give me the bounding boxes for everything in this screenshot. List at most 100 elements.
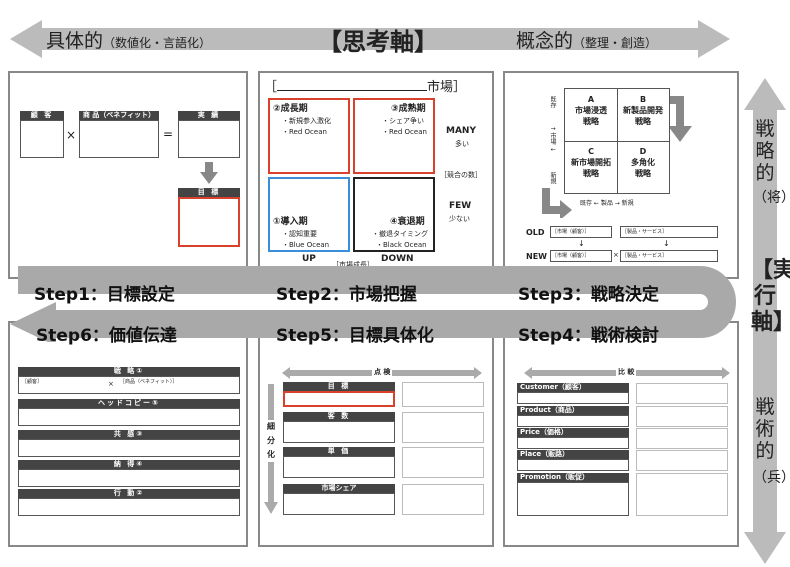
strategy-customer: ［顧客］ <box>22 379 43 385</box>
step1-label: Step1：目標設定 <box>34 285 175 305</box>
share-compare-box <box>402 484 484 515</box>
new-market-box <box>550 250 612 262</box>
market-growth-label: ［市場成長］ <box>332 261 374 269</box>
count-header: 客 数 <box>283 412 395 421</box>
old-label: OLD <box>526 228 545 237</box>
decline-item: ・撤退タイミング <box>372 230 428 238</box>
intro-stage-title: ①導入期 <box>273 217 308 227</box>
step3-label: Step3：戦略決定 <box>518 285 659 305</box>
decline-stage-box <box>353 177 435 252</box>
y-bottom-label: 新規 <box>549 172 556 184</box>
thinking-axis-title: 【思考軸】 <box>318 28 438 56</box>
down-arrow-icon: ↓ <box>663 239 670 248</box>
panel-strategy <box>503 71 739 279</box>
axis-tactical-label: 戦術的 <box>755 396 775 462</box>
detail-label: 細分化 <box>264 420 278 462</box>
bent-arrow-icon <box>542 188 572 218</box>
many-sub: 多い <box>455 140 469 148</box>
action-header: 行 動② <box>18 489 240 498</box>
empathy-box <box>18 439 240 457</box>
growth-item: ・Red Ocean <box>282 128 327 136</box>
strategy-box <box>18 376 240 394</box>
place-compare-box <box>636 450 728 471</box>
axis-conceptual-label: 概念的（整理・創造） <box>516 30 658 52</box>
promotion-4p-box <box>517 482 629 516</box>
growth-stage-box <box>268 98 350 174</box>
product-box <box>79 120 159 158</box>
place-4p-box <box>517 459 629 471</box>
price-compare-box <box>636 428 728 449</box>
up-label: UP <box>302 254 316 264</box>
cycle-arrow <box>10 266 736 342</box>
axis-strategic-label: 戦略的 <box>755 118 775 184</box>
bent-arrow-icon <box>670 96 692 142</box>
old-product-box <box>620 226 718 238</box>
competitors-label: ［競合の数］ <box>440 171 482 179</box>
price-header: 単 価 <box>283 447 395 456</box>
check-label: 点 検 <box>372 367 393 377</box>
strategy-header: 戦 略① <box>18 367 240 376</box>
ansoff-matrix <box>564 88 670 194</box>
new-market-label: ［市場（顧客）］ <box>552 253 590 259</box>
times-sign: × <box>613 251 619 259</box>
action-box <box>18 498 240 516</box>
customer-compare-box <box>636 383 728 404</box>
goal-header: 目 標 <box>283 382 395 391</box>
down-arrow-icon: ↓ <box>578 239 585 248</box>
customer-box <box>20 120 64 158</box>
mature-item: ・シェア争い <box>382 117 424 125</box>
decline-item: ・Black Ocean <box>376 241 427 249</box>
share-box <box>283 493 395 515</box>
compare-label: 比 較 <box>616 367 637 377</box>
execution-axis-title: 【実行軸】 <box>751 258 790 335</box>
execution-axis-arrow <box>744 78 786 564</box>
convince-header: 納 得④ <box>18 460 240 469</box>
headcopy-header: ヘッドコピー⑤ <box>18 399 240 408</box>
step4-label: Step4：戦術検討 <box>518 326 659 346</box>
count-compare-box <box>402 412 484 443</box>
promotion-compare-box <box>636 473 728 516</box>
market-title: ［市場］ <box>264 80 467 95</box>
new-product-label: ［製品・サービス］ <box>622 253 668 259</box>
empathy-header: 共 感③ <box>18 430 240 439</box>
customer-header: 顧 客 <box>20 111 64 120</box>
few-label: FEW <box>449 201 472 211</box>
count-box <box>283 421 395 443</box>
price-4p-box <box>517 437 629 449</box>
axis-concrete-label: 具体的（数値化・言語化） <box>46 30 212 52</box>
goal-box <box>178 197 240 247</box>
mature-item: ・Red Ocean <box>382 128 427 136</box>
y-top-label: 既存 <box>549 96 556 108</box>
intro-stage-box <box>268 177 350 252</box>
step2-label: Step2：市場把握 <box>276 285 417 305</box>
result-header: 実 績 <box>178 111 240 120</box>
intro-item: ・Blue Ocean <box>282 241 330 249</box>
goal-box <box>283 391 395 407</box>
step6-label: Step6：価値伝達 <box>36 326 177 346</box>
new-product-box <box>620 250 718 262</box>
few-sub: 少ない <box>449 215 470 223</box>
share-header: 市場シェア <box>283 484 395 493</box>
many-label: MANY <box>446 126 476 136</box>
growth-item: ・新規参入激化 <box>282 117 331 125</box>
growth-stage-title: ②成長期 <box>273 104 308 114</box>
mature-stage-title: ③成熟期 <box>391 104 426 114</box>
customer-4p-header: Customer（顧客） <box>517 383 629 392</box>
mature-stage-box <box>353 98 435 174</box>
axis-tactical-sub: （兵） <box>753 470 790 486</box>
customer-4p-box <box>517 392 629 404</box>
intro-item: ・認知重要 <box>282 230 317 238</box>
old-product-label: ［製品・サービス］ <box>622 229 668 235</box>
price-compare-box <box>402 447 484 478</box>
goal-compare-box <box>402 382 484 407</box>
old-market-label: ［市場（顧客）］ <box>552 229 590 235</box>
x-axis-label: 既存 ← 製品 → 新規 <box>580 200 634 207</box>
thinking-axis-arrow <box>10 20 730 58</box>
decline-stage-title: ④衰退期 <box>390 217 425 227</box>
strategy-product: ［商品（ベネフィット）］ <box>120 379 178 385</box>
convince-box <box>18 469 240 487</box>
equals-sign: = <box>163 127 174 141</box>
down-label: DOWN <box>381 254 414 264</box>
